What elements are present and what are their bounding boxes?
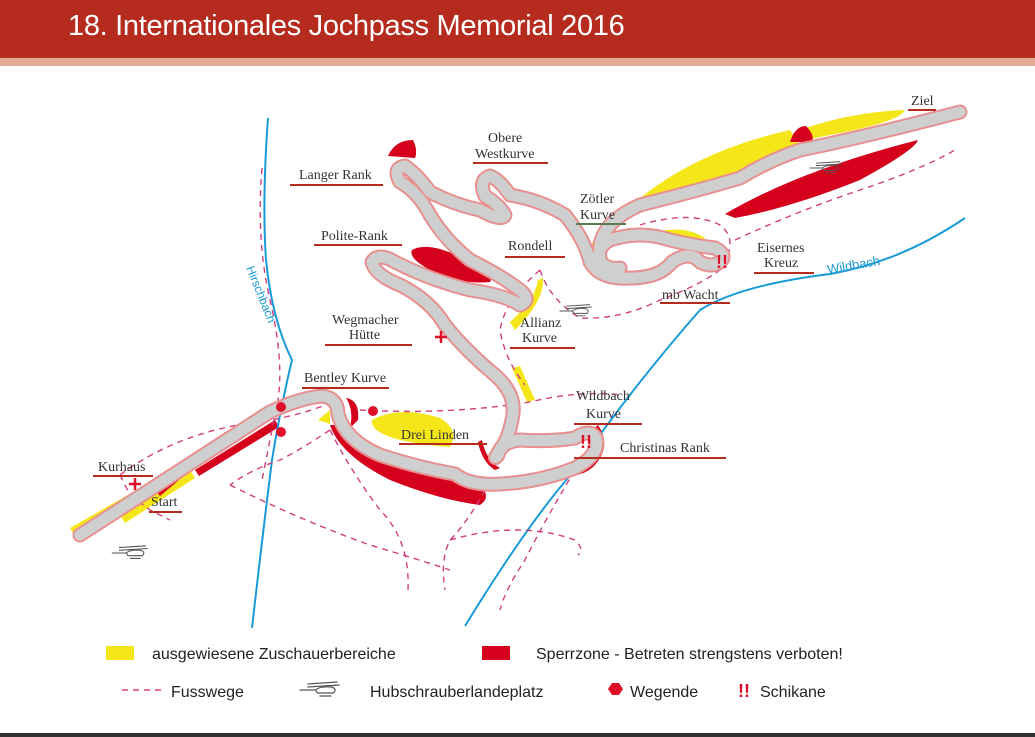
helipad-icon bbox=[298, 681, 341, 697]
race-road bbox=[72, 104, 968, 543]
path-end-icon bbox=[276, 427, 286, 437]
svg-text:Eisernes: Eisernes bbox=[757, 241, 804, 256]
svg-text:Zötler: Zötler bbox=[580, 192, 615, 207]
spectator-zone-drei-linden bbox=[371, 411, 454, 447]
svg-text:Ziel: Ziel bbox=[911, 94, 934, 109]
path-end-markers bbox=[276, 402, 378, 437]
svg-text:Obere: Obere bbox=[488, 131, 522, 146]
chicane-icon: !! bbox=[580, 432, 592, 452]
svg-text:mb Wacht: mb Wacht bbox=[662, 288, 719, 303]
path-end-icon bbox=[276, 402, 286, 412]
svg-text:Kurve: Kurve bbox=[586, 407, 621, 422]
restricted-zone-ziel bbox=[790, 126, 813, 142]
svg-text:Kurve: Kurve bbox=[580, 208, 615, 223]
restricted-zone-langer-rank bbox=[388, 140, 417, 158]
cross-icon bbox=[129, 478, 141, 490]
path-end-icon bbox=[608, 683, 623, 695]
svg-text:Bentley Kurve: Bentley Kurve bbox=[304, 371, 386, 386]
legend: ausgewiesene Zuschauerbereiche Sperrzone… bbox=[106, 646, 843, 701]
header-stripe bbox=[0, 58, 1035, 66]
legend-label-chicane: Schikane bbox=[760, 684, 826, 701]
label-rondell: Rondell bbox=[505, 239, 565, 258]
svg-text:Langer Rank: Langer Rank bbox=[299, 168, 372, 183]
helipad-icon bbox=[111, 545, 149, 559]
river-hirschbach bbox=[251, 117, 294, 629]
svg-text:Hütte: Hütte bbox=[349, 328, 380, 343]
svg-text:Start: Start bbox=[151, 495, 178, 510]
chicane-icon: !! bbox=[738, 681, 750, 701]
first-aid-markers bbox=[129, 331, 447, 490]
header-bar: 18. Internationales Jochpass Memorial 20… bbox=[0, 0, 1035, 58]
rivers bbox=[251, 117, 966, 629]
spectator-zone-allianz bbox=[510, 278, 544, 330]
river-label-wildbach: Wildbach bbox=[826, 253, 881, 277]
label-mb-wacht: mb Wacht bbox=[660, 288, 730, 304]
river-wildbach bbox=[464, 217, 966, 627]
label-christinas-rank: Christinas Rank bbox=[574, 441, 726, 459]
svg-text:Drei Linden: Drei Linden bbox=[401, 428, 469, 443]
legend-label-footpath: Fusswege bbox=[171, 684, 244, 701]
legend-label-helipad: Hubschrauberlandeplatz bbox=[370, 684, 543, 701]
svg-text:Polite-Rank: Polite-Rank bbox=[321, 229, 388, 244]
restricted-zone-polite-rank bbox=[411, 246, 491, 283]
cross-icon bbox=[435, 331, 447, 343]
legend-swatch-restricted bbox=[482, 646, 510, 660]
chicane-icon: !! bbox=[716, 252, 728, 272]
label-ziel: Ziel bbox=[908, 94, 936, 111]
svg-text:Rondell: Rondell bbox=[508, 239, 552, 254]
path-end-icon bbox=[368, 406, 378, 416]
spectator-zone-ziel-north bbox=[800, 110, 905, 140]
restricted-zone-eisernes bbox=[725, 140, 918, 218]
svg-text:Wildbach: Wildbach bbox=[576, 389, 630, 404]
label-bentley-kurve: Bentley Kurve bbox=[302, 371, 389, 389]
legend-label-spectator: ausgewiesene Zuschauerbereiche bbox=[152, 646, 396, 663]
svg-text:Allianz: Allianz bbox=[520, 316, 561, 331]
svg-text:Kurve: Kurve bbox=[522, 331, 557, 346]
page-title: 18. Internationales Jochpass Memorial 20… bbox=[68, 10, 625, 42]
svg-text:Christinas Rank: Christinas Rank bbox=[620, 441, 710, 456]
label-kurhaus: Kurhaus bbox=[93, 460, 153, 477]
svg-text:Wegmacher: Wegmacher bbox=[332, 313, 399, 328]
svg-text:Kreuz: Kreuz bbox=[764, 256, 798, 271]
restricted-zone-start-south bbox=[195, 420, 279, 476]
svg-text:Westkurve: Westkurve bbox=[475, 147, 535, 162]
label-langer-rank: Langer Rank bbox=[290, 168, 383, 186]
spectator-zone-bentley bbox=[318, 410, 330, 424]
svg-text:Kurhaus: Kurhaus bbox=[98, 460, 145, 475]
chicane-markers: !! !! bbox=[580, 252, 728, 452]
race-map: Hirschbach Wildbach !! !! bbox=[70, 94, 968, 701]
spectator-zone-start bbox=[120, 470, 195, 523]
restricted-zone-bentley bbox=[346, 398, 359, 428]
spectator-zone-ziel-north bbox=[640, 130, 800, 198]
restricted-zone-drei-linden-east bbox=[478, 440, 500, 470]
legend-label-path-end: Wegende bbox=[630, 684, 698, 701]
legend-swatch-spectator bbox=[106, 646, 134, 660]
bottom-border bbox=[0, 733, 1035, 737]
label-drei-linden: Drei Linden bbox=[399, 428, 487, 445]
label-polite-rank: Polite-Rank bbox=[314, 229, 402, 246]
label-start: Start bbox=[149, 495, 182, 513]
legend-label-restricted: Sperrzone - Betreten strengstens verbote… bbox=[536, 646, 843, 663]
footpaths bbox=[119, 149, 956, 611]
